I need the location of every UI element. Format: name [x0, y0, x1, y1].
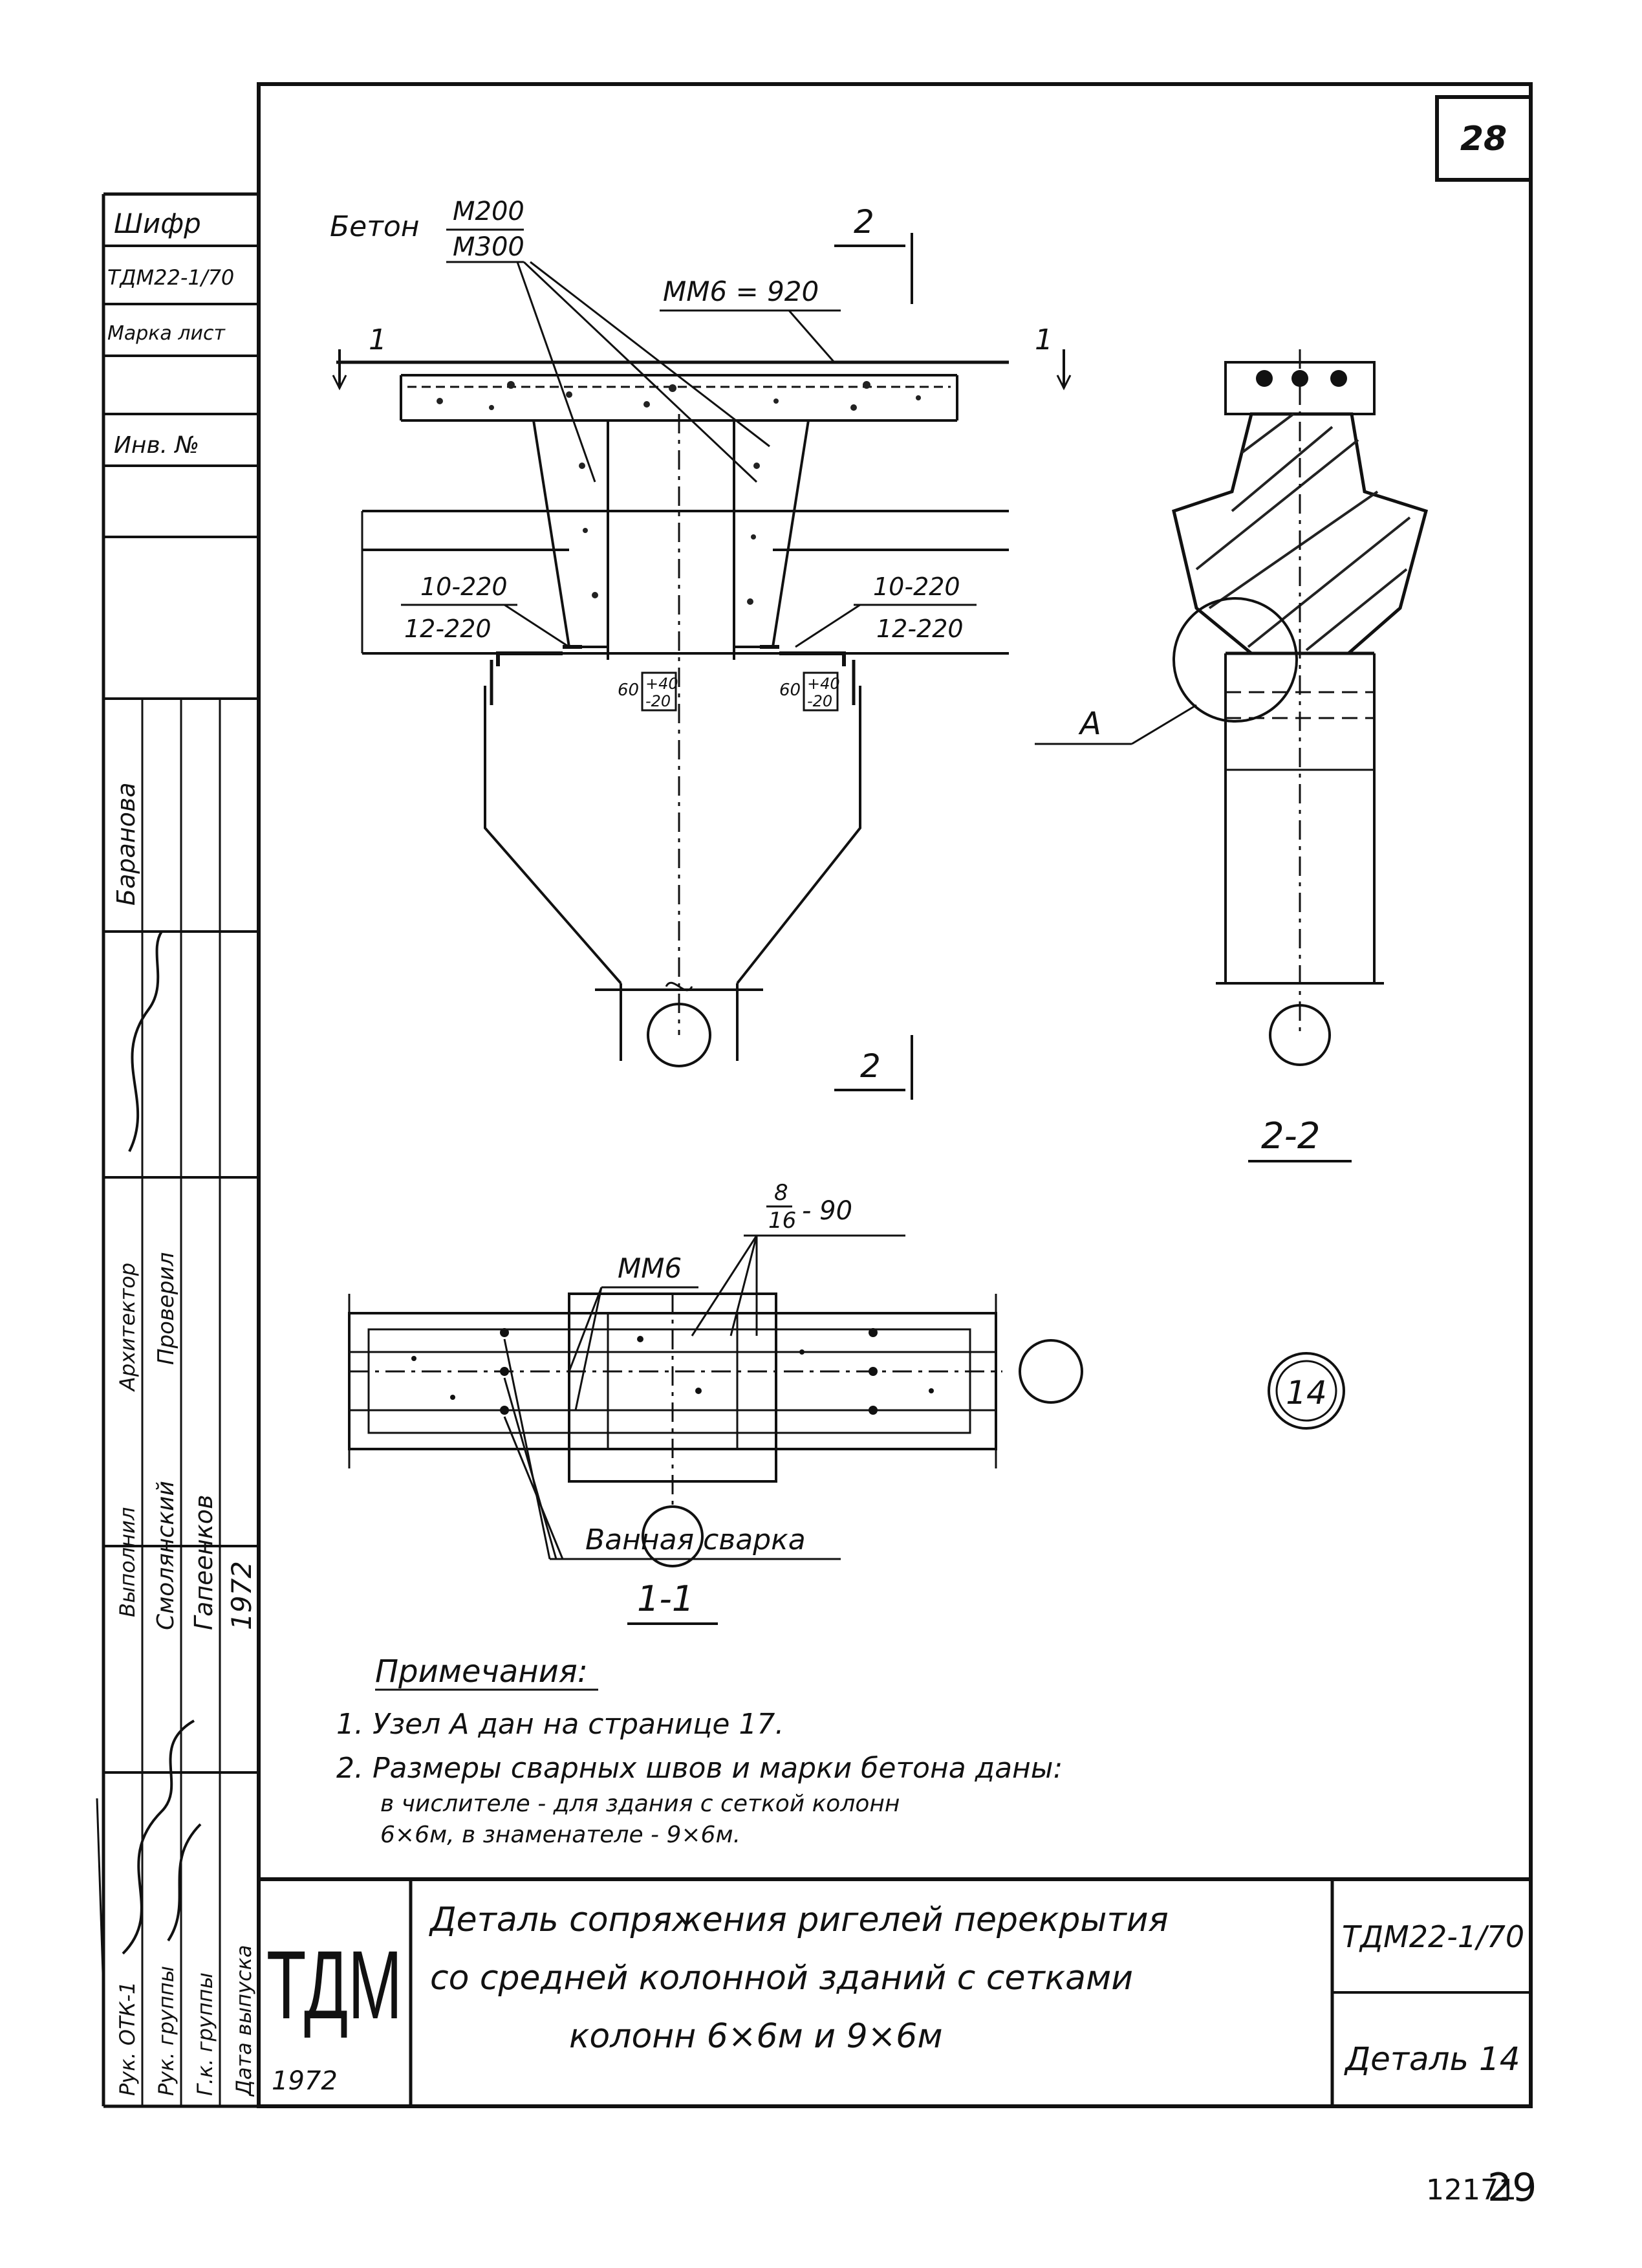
signature — [167, 1823, 202, 1942]
note-2-line-3: 6×6м, в знаменателе - 9×6м. — [380, 1822, 740, 1848]
signature — [122, 1719, 195, 1955]
axis-marker-circle — [647, 1003, 711, 1067]
section-2-2-drawing: А 2-2 — [1035, 349, 1429, 1162]
title-line-1: Деталь сопряжения ригелей перекрытия — [429, 1901, 1169, 1939]
note-2: 2. Размеры сварных швов и марки бетона д… — [336, 1752, 1063, 1785]
marka-label: Марка лист — [107, 322, 226, 345]
side-stamp: Шифр ТДМ22-1/70 Марка лист Инв. № Барано… — [96, 208, 259, 2106]
rebar-fraction-bottom: 16 — [768, 1208, 796, 1234]
weld-left-top: 10-220 — [420, 572, 508, 601]
stamp-year: 1972 — [226, 1561, 257, 1630]
stamp-role-4: Дата выпуска — [232, 1945, 256, 2097]
stamp-name-3: Проверил — [153, 1252, 179, 1365]
title-block-year: 1972 — [272, 2066, 338, 2096]
beton-top-grade: М200 — [453, 197, 524, 226]
mm6-label: ММ6 = 920 — [663, 276, 819, 307]
stamp-role-3: Г.к. группы — [193, 1972, 217, 2096]
page-number-box: 28 — [1435, 95, 1533, 182]
cut-mark-left: 1 — [369, 323, 387, 356]
cipher-label: Шифр — [114, 208, 201, 239]
signature — [96, 1798, 105, 1993]
dim-right: 60 — [779, 681, 801, 700]
detail-number: 14 — [1286, 1374, 1327, 1412]
cut-mark-2-bottom: 2 — [860, 1047, 881, 1085]
weld-left-bottom: 12-220 — [404, 615, 492, 643]
title-block: ТДМ 1972 Деталь сопряжения ригелей перек… — [259, 1877, 1531, 2106]
dim-left-frac-bottom: -20 — [645, 692, 671, 710]
section-2-2-title: 2-2 — [1261, 1115, 1320, 1157]
rebar-fraction-top: 8 — [774, 1180, 788, 1206]
stamp-name-6: Гапеенков — [189, 1494, 218, 1630]
cut-mark-right: 1 — [1035, 323, 1053, 356]
stamp-name-1: Баранова — [112, 782, 140, 906]
note-1: 1. Узел А дан на странице 17. — [336, 1708, 784, 1741]
weld-type-label: Ванная сварка — [585, 1523, 806, 1556]
stamp-role-2: Рук. группы — [154, 1966, 178, 2096]
weld-right-bottom: 12-220 — [876, 615, 964, 643]
detail-number-circle — [1268, 1352, 1345, 1430]
dim-right-frac-bottom: -20 — [807, 692, 832, 710]
stamp-name-5: Смолянский — [153, 1481, 179, 1630]
plan-1-1-drawing: 8 16 - 90 ММ6 Ванная сварка 1-1 14 — [348, 1180, 1345, 1625]
dim-right-frac-top: +40 — [807, 675, 840, 693]
drawing-frame — [102, 82, 1533, 2108]
stamp-name-4: Выполнил — [115, 1507, 140, 1617]
footer-code: 12171 — [1426, 2174, 1517, 2207]
plan-1-1-title: 1-1 — [637, 1578, 694, 1619]
node-a-circle — [1172, 597, 1298, 723]
axis-marker-circle — [642, 1505, 704, 1567]
node-a-label: А — [1078, 706, 1101, 742]
stamp-name-2: Архитектор — [115, 1263, 140, 1392]
plan-mm6-label: ММ6 — [618, 1252, 682, 1284]
footer-page-number: 29 — [1487, 2165, 1537, 2210]
beton-bottom-grade: М300 — [453, 232, 524, 262]
signature — [128, 930, 163, 1152]
title-line-2: со средней колонной зданий с сетками — [430, 1959, 1133, 1998]
dim-left: 60 — [618, 681, 639, 700]
beton-label: Бетон — [330, 210, 420, 243]
notes-heading: Примечания: — [375, 1653, 588, 1690]
title-line-3: колонн 6×6м и 9×6м — [569, 2017, 943, 2056]
stamp-role-1: Рук. ОТК-1 — [115, 1981, 140, 2096]
page-number: 28 — [1460, 120, 1507, 158]
axis-marker-circle — [1269, 1004, 1331, 1066]
weld-right-top: 10-220 — [873, 572, 960, 601]
tdm-logo: ТДМ — [266, 1930, 402, 2039]
rebar-fraction-suffix: - 90 — [802, 1196, 852, 1226]
axis-marker-circle — [1019, 1339, 1083, 1404]
inv-label: Инв. № — [114, 432, 199, 459]
drawing-code: ТДМ22-1/70 — [1342, 1919, 1524, 1954]
notes: Примечания: 1. Узел А дан на странице 17… — [336, 1653, 1063, 1848]
cut-mark-2-top: 2 — [854, 203, 874, 241]
main-section-drawing: Бетон М200 М300 ММ6 = 920 1 1 2 2 10-220… — [330, 197, 1072, 1100]
cipher-value: ТДМ22-1/70 — [107, 265, 234, 290]
note-2-line-2: в числителе - для здания с сеткой колонн — [380, 1791, 900, 1817]
dim-left-frac-top: +40 — [645, 675, 678, 693]
sheet-name: Деталь 14 — [1344, 2040, 1520, 2078]
